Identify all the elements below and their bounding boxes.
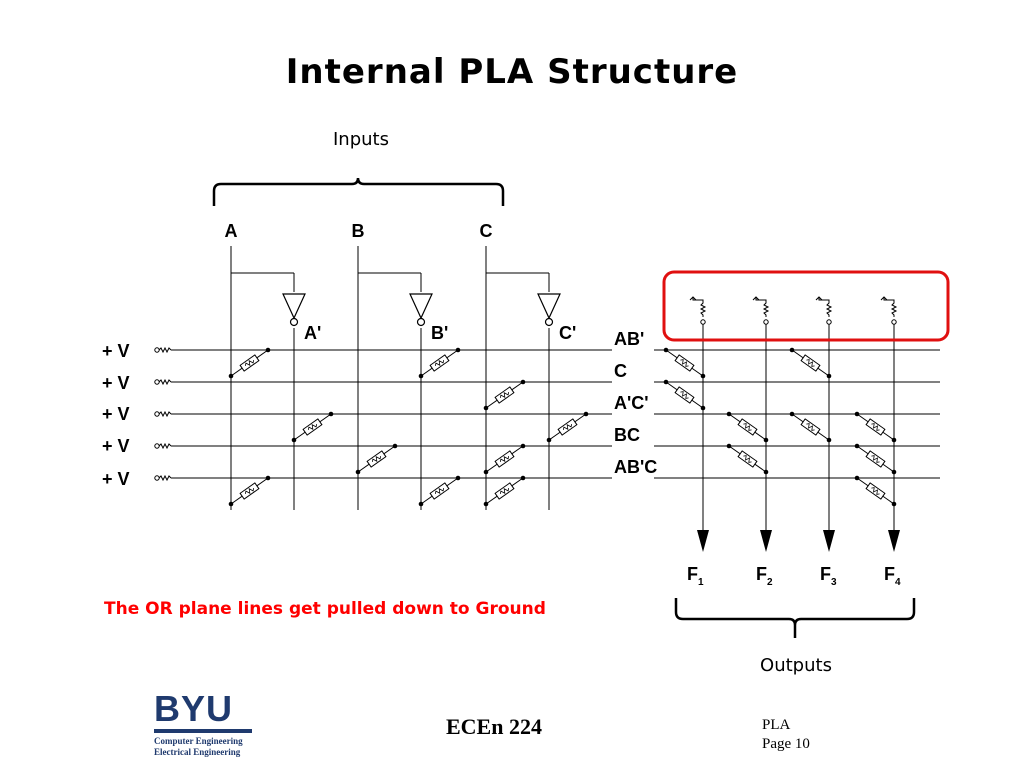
inverter-b xyxy=(409,293,433,327)
fuse-link xyxy=(854,411,897,443)
input-lines xyxy=(230,246,550,510)
fuse-link xyxy=(726,443,769,475)
input-label-a: A xyxy=(225,221,238,241)
fuse-link xyxy=(418,475,461,507)
fuse-link xyxy=(789,347,832,379)
output-arrows xyxy=(697,530,900,552)
output-label-f3: F3 xyxy=(820,564,837,588)
pull-down-resistor xyxy=(689,296,707,325)
outputs-label: Outputs xyxy=(760,655,832,676)
product-term-label: A'C' xyxy=(614,393,649,413)
supply-label: + V xyxy=(102,436,130,456)
course-title: ECEn 224 xyxy=(446,714,542,739)
fuse-link xyxy=(483,443,526,475)
fuse-link xyxy=(228,475,271,507)
supply-label: + V xyxy=(102,469,130,489)
topic-label: PLA xyxy=(762,717,791,733)
or-plane-note: The OR plane lines get pulled down to Gr… xyxy=(104,599,546,619)
fuse-link xyxy=(418,347,461,379)
page-info: PLA Page 10 xyxy=(762,716,810,754)
fuse-link xyxy=(483,379,526,411)
page-title: Internal PLA Structure xyxy=(285,52,739,92)
logo-text: BYU xyxy=(154,688,234,729)
inverter-a xyxy=(282,293,306,327)
logo-line2: Electrical Engineering xyxy=(154,747,241,757)
byu-logo: BYU Computer Engineering Electrical Engi… xyxy=(154,690,254,758)
fuse-link xyxy=(355,443,398,475)
page-number: Page 10 xyxy=(762,736,810,752)
or-plane-fuses xyxy=(663,347,897,507)
and-plane-fuses xyxy=(228,347,589,507)
output-arrow xyxy=(823,530,835,552)
supply-label: + V xyxy=(102,373,130,393)
fuse-link xyxy=(789,411,832,443)
inverter-c xyxy=(537,293,561,327)
product-lines xyxy=(154,346,940,482)
fuse-link xyxy=(546,411,589,443)
fuse-link xyxy=(663,347,706,379)
output-label-f2: F2 xyxy=(756,564,773,588)
product-term-label: C xyxy=(614,361,627,381)
pull-down-highlight-box xyxy=(662,270,950,342)
supply-labels: + V + V + V + V + V xyxy=(102,341,130,489)
fuse-link xyxy=(228,347,271,379)
output-label-f4: F4 xyxy=(884,564,901,588)
complement-label-c: C' xyxy=(559,323,576,343)
output-arrow xyxy=(697,530,709,552)
input-label-c: C xyxy=(480,221,493,241)
pull-down-resistor xyxy=(815,296,833,325)
fuse-link xyxy=(663,379,706,411)
pull-down-resistor xyxy=(880,296,898,325)
product-term-label: AB'C xyxy=(614,457,657,477)
inputs-brace xyxy=(212,177,505,206)
logo-bar xyxy=(154,729,252,733)
fuse-link xyxy=(483,475,526,507)
pull-down-resistors xyxy=(689,296,898,325)
supply-label: + V xyxy=(102,341,130,361)
or-output-lines xyxy=(702,322,895,530)
pull-down-resistor xyxy=(752,296,770,325)
complement-label-a: A' xyxy=(304,323,321,343)
outputs-brace xyxy=(674,598,916,638)
output-arrow xyxy=(760,530,772,552)
fuse-link xyxy=(726,411,769,443)
supply-label: + V xyxy=(102,404,130,424)
product-term-label: AB' xyxy=(614,329,644,349)
complement-label-b: B' xyxy=(431,323,448,343)
fuse-link xyxy=(291,411,334,443)
product-term-label: BC xyxy=(614,425,640,445)
logo-line1: Computer Engineering xyxy=(154,736,243,746)
output-label-f1: F1 xyxy=(687,564,704,588)
input-label-b: B xyxy=(352,221,365,241)
output-arrow xyxy=(888,530,900,552)
fuse-link xyxy=(854,443,897,475)
inputs-label: Inputs xyxy=(333,129,389,150)
fuse-link xyxy=(854,475,897,507)
